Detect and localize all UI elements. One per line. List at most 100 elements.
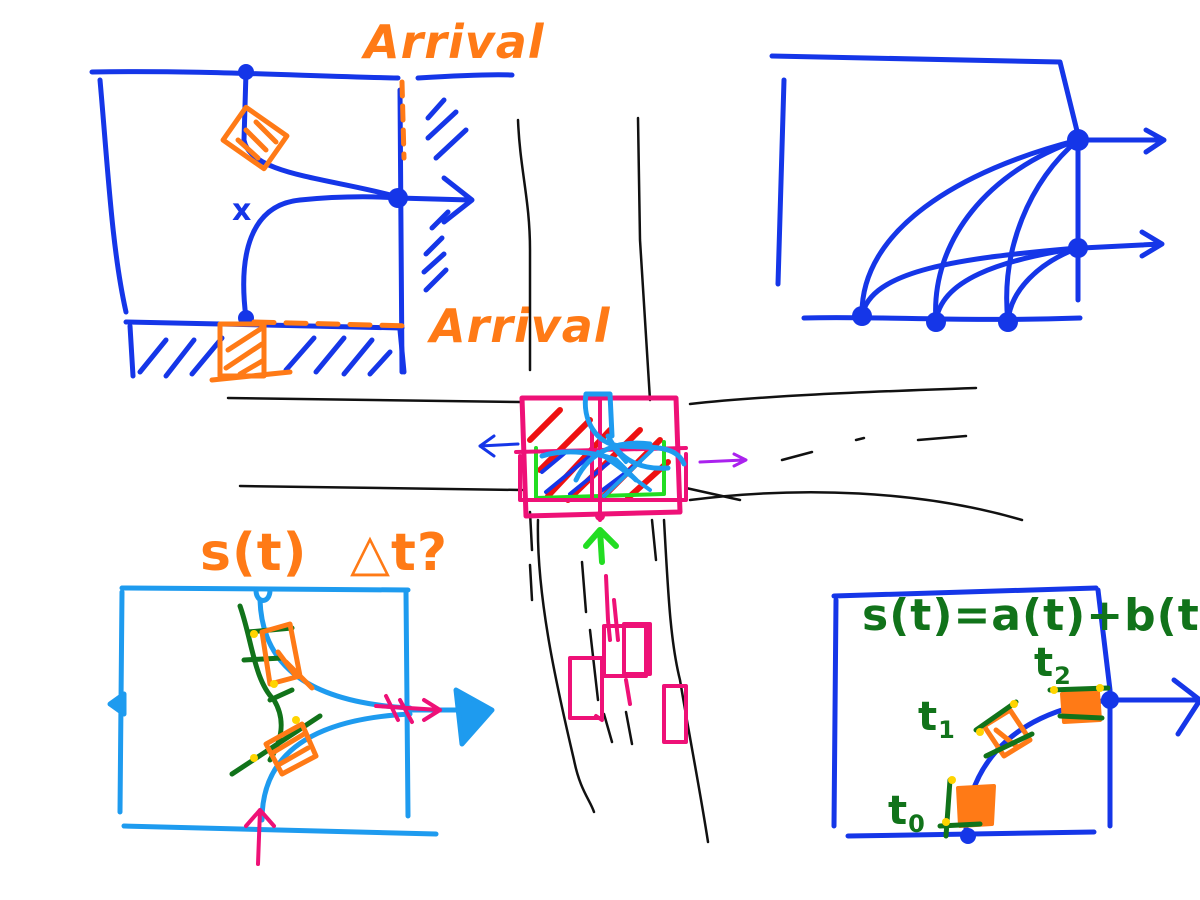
tl-hatch-right bbox=[421, 97, 469, 293]
vehicle-box-lower-base bbox=[209, 369, 293, 383]
bl-marker-3 bbox=[292, 716, 300, 724]
br-right-boundary bbox=[1095, 587, 1113, 829]
tr-curve-3 bbox=[1004, 137, 1081, 325]
tr-curve-1 bbox=[859, 137, 1081, 319]
intersection-roads bbox=[226, 116, 1024, 844]
bl-marker-2 bbox=[270, 680, 278, 688]
bl-orange-vehicle-upper bbox=[259, 621, 315, 691]
tl-left-boundary bbox=[97, 77, 129, 315]
arrival-label-top: Arrival bbox=[361, 15, 545, 69]
bl-top-boundary bbox=[119, 585, 411, 593]
bl-marker-1 bbox=[250, 630, 258, 638]
conflict-blue-hatch bbox=[540, 450, 642, 496]
t2-subscript: 2 bbox=[1054, 662, 1072, 690]
conflict-lightblue-scribble bbox=[539, 391, 687, 483]
bl-right-boundary bbox=[403, 589, 411, 819]
vehicle-box-upper bbox=[220, 104, 290, 172]
tr-top-boundary bbox=[769, 53, 1081, 138]
east-exit-arrow bbox=[698, 452, 748, 468]
road-south-left-dash bbox=[528, 510, 534, 602]
queued-vehicles bbox=[568, 574, 688, 744]
t2-main: t bbox=[1034, 640, 1054, 686]
tr-curve-6 bbox=[1005, 245, 1081, 325]
trajectory-equation: s(t)=a(t)+b(t)+ bbox=[862, 590, 1200, 641]
arrival-label-bottom: Arrival bbox=[427, 299, 611, 353]
queue-centerline bbox=[604, 574, 612, 642]
tr-node-lower bbox=[1068, 238, 1088, 258]
br-top-boundary bbox=[831, 585, 1099, 599]
tr-curve-2 bbox=[933, 137, 1081, 325]
road-south-right bbox=[662, 518, 710, 844]
queued-vehicle-4 bbox=[662, 684, 688, 744]
bl-bottom-boundary bbox=[121, 823, 439, 837]
bl-orange-vehicle-lower bbox=[263, 721, 319, 777]
br-overlays bbox=[937, 684, 1111, 839]
west-exit-arrow bbox=[478, 434, 520, 458]
br-marker-6 bbox=[1096, 684, 1104, 692]
br-marker-1 bbox=[948, 776, 956, 784]
br-green-ticks bbox=[937, 685, 1111, 839]
vehicle-box-upper-hatch bbox=[235, 119, 279, 161]
conflict-lightblue-x bbox=[596, 444, 654, 498]
road-east-top bbox=[688, 386, 978, 406]
bl-top-tab bbox=[253, 587, 273, 603]
br-exit-arrow bbox=[1107, 677, 1200, 737]
br-marker-5 bbox=[1050, 686, 1058, 694]
tr-node-upper bbox=[1067, 129, 1089, 151]
road-east-bottom bbox=[688, 491, 1024, 522]
bl-exit-arrow bbox=[407, 687, 495, 747]
tl-top-boundary-right bbox=[415, 72, 515, 81]
tr-left-boundary bbox=[775, 77, 787, 287]
queued-vehicle-detail bbox=[594, 598, 632, 722]
t1-label: t1 bbox=[918, 694, 956, 744]
tr-bottom-boundary bbox=[801, 315, 1083, 322]
road-south-lane-dash bbox=[580, 518, 658, 746]
tr-curve-5 bbox=[933, 245, 1081, 325]
conflict-entry-node bbox=[595, 511, 605, 521]
t0-subscript: 0 bbox=[908, 810, 926, 838]
road-south-left bbox=[536, 518, 596, 814]
tr-curve-4 bbox=[859, 245, 1081, 319]
bl-pink-entry-arrow bbox=[244, 808, 276, 866]
br-marker-4 bbox=[1010, 700, 1018, 708]
north-entry-arrow bbox=[583, 527, 619, 565]
lane-fan-sketch bbox=[769, 53, 1167, 332]
road-west-top bbox=[226, 396, 522, 404]
tr-lower-arrow bbox=[1079, 229, 1165, 259]
conflict-pink-box-inner bbox=[514, 396, 688, 522]
queued-vehicle-3 bbox=[622, 622, 652, 676]
road-east-dash bbox=[780, 434, 968, 462]
arrival-dash-line-vertical bbox=[399, 79, 407, 161]
intersection-arrows bbox=[478, 434, 748, 565]
br-marker-3 bbox=[976, 728, 984, 736]
bl-pink-exit-marks bbox=[374, 694, 442, 724]
road-north-left bbox=[516, 118, 532, 372]
tl-bottom-right-edge bbox=[397, 327, 407, 375]
delta-t-label: △t? bbox=[350, 523, 448, 583]
tl-orange-items bbox=[209, 79, 413, 383]
br-left-boundary bbox=[831, 597, 839, 829]
t0-main: t bbox=[888, 788, 908, 834]
tl-exit-arrow bbox=[395, 175, 475, 225]
arrival-dash-line-horizontal bbox=[251, 319, 413, 329]
queued-vehicle-1 bbox=[568, 656, 604, 720]
conflict-pink-box-outer bbox=[519, 395, 683, 519]
conflict-zone bbox=[514, 391, 688, 522]
tr-node-origin-2 bbox=[926, 312, 946, 332]
tr-upper-arrow bbox=[1077, 127, 1167, 155]
bl-overlays bbox=[229, 603, 442, 866]
br-node-exit bbox=[1101, 691, 1119, 709]
road-north-right bbox=[636, 116, 652, 402]
bl-lane-lower bbox=[259, 711, 413, 823]
tl-node-merge bbox=[388, 188, 408, 208]
t2-label: t2 bbox=[1034, 640, 1072, 690]
tr-node-origin-1 bbox=[852, 306, 872, 326]
road-west-bottom bbox=[238, 484, 524, 492]
t1-subscript: 1 bbox=[938, 716, 956, 744]
bl-left-tab bbox=[107, 691, 127, 717]
tl-bottom-left-edge bbox=[127, 323, 136, 379]
tr-node-origin-3 bbox=[998, 312, 1018, 332]
tl-merge-lane bbox=[241, 194, 403, 321]
br-node-entry bbox=[960, 828, 976, 844]
